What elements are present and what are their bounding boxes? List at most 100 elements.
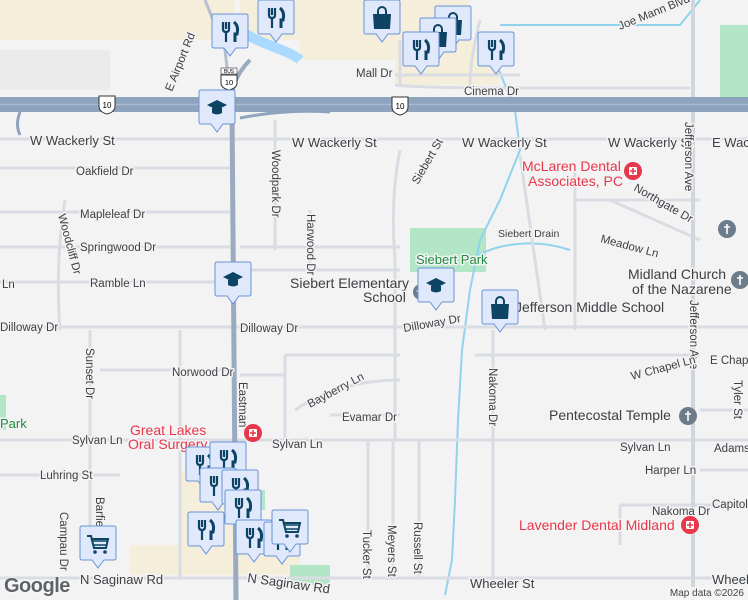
street-label: Sylvan Ln — [272, 439, 323, 451]
street-label: Mall Dr — [356, 68, 393, 80]
poi-label-siebert-school[interactable]: Siebert Elementary — [289, 274, 411, 293]
street-label: Wheeler — [712, 572, 748, 587]
us-10-shield: 10 — [391, 96, 409, 116]
svg-text:10: 10 — [225, 78, 233, 87]
poi-label-siebert-school[interactable]: School — [362, 288, 408, 307]
shopping-marker[interactable] — [363, 0, 401, 43]
street-label: Siebert Drain — [498, 228, 559, 240]
school-marker[interactable] — [198, 89, 236, 133]
street-label: Sylvan Ln — [620, 442, 671, 454]
attribution-text: Map data ©2026 — [669, 588, 744, 599]
poi-label-siebert-park[interactable]: Siebert Park — [415, 251, 490, 269]
street-label: Ln — [2, 279, 15, 291]
street-label: Tyler St — [731, 380, 743, 420]
poi-label-nazarene[interactable]: of the Nazarene — [631, 280, 734, 299]
street-label: Tucker St — [360, 530, 372, 580]
bus-10-shield: BUS 10 — [220, 67, 238, 91]
street-label: Meyers St — [385, 525, 397, 578]
street-label: W Wackerly St — [462, 135, 547, 150]
street-label: Capitol — [712, 499, 748, 511]
restaurant-icon — [245, 526, 264, 548]
shopping-cart-icon — [279, 519, 302, 538]
restaurant-icon — [197, 518, 216, 540]
poi-label-great-lakes[interactable]: Great Lakes — [129, 421, 208, 440]
street-label: Jefferson Ave — [687, 300, 699, 369]
us-10-shield: 10 — [98, 95, 116, 115]
street-label: Russell St — [411, 522, 423, 575]
street-label: Campau Dr — [57, 512, 69, 571]
logo-text: Google — [4, 575, 70, 597]
svg-text:BUS: BUS — [224, 69, 235, 75]
restaurant-marker[interactable] — [187, 511, 225, 555]
street-label: Cinema Dr — [464, 86, 519, 98]
church-icon — [731, 271, 748, 289]
poi-label-nazarene[interactable]: Midland Church — [627, 265, 728, 284]
restaurant-icon — [219, 448, 238, 470]
street-label: N Saginaw Rd — [80, 572, 163, 587]
poi-label-pentecostal[interactable]: Pentecostal Temple — [548, 406, 673, 425]
poi-label-lavender[interactable]: Lavender Dental Midland — [518, 516, 677, 535]
poi-label-mclaren[interactable]: McLaren Dental — [521, 157, 623, 176]
school-marker[interactable] — [417, 267, 455, 311]
school-icon — [207, 100, 227, 115]
street-label: Sylvan Ln — [72, 435, 123, 447]
svg-text:10: 10 — [396, 102, 405, 111]
street-label: Jefferson Ave — [682, 122, 694, 191]
shopping-cart-marker[interactable] — [79, 525, 117, 569]
shopping-cart-marker[interactable] — [271, 509, 309, 553]
shopping-cart-icon — [87, 535, 110, 554]
shopping-icon — [373, 6, 391, 29]
street-label: Adams — [714, 443, 748, 455]
street-label: Sunset Dr — [83, 348, 95, 399]
street-label-eastman: Eastman — [236, 382, 248, 427]
school-icon — [426, 278, 446, 293]
shopping-icon — [491, 296, 509, 319]
poi-label-jefferson-ms[interactable]: Jefferson Middle School — [514, 298, 666, 317]
street-label: Mapleleaf Dr — [80, 209, 145, 221]
svg-text:10: 10 — [103, 101, 112, 110]
street-label: Dilloway Dr — [240, 323, 298, 335]
street-label: Springwood Dr — [80, 242, 156, 254]
shopping-marker[interactable] — [481, 289, 519, 333]
school-icon — [223, 272, 243, 287]
poi-label-park[interactable]: Park — [0, 415, 29, 433]
restaurant-marker[interactable] — [257, 0, 295, 43]
street-label: Harwood Dr — [304, 214, 316, 276]
local-roads — [0, 19, 748, 580]
poi-labels: McLaren Dental Associates, PC Siebert Pa… — [0, 157, 734, 535]
restaurant-icon — [221, 20, 240, 42]
us-10-highway — [0, 97, 748, 136]
street-label: W Wackerly St — [608, 135, 693, 150]
school-marker[interactable] — [214, 261, 252, 305]
church-icon — [679, 407, 697, 425]
street-label: Nakoma Dr — [652, 506, 710, 518]
marker-layer — [79, 0, 519, 569]
street-label: Dilloway Dr — [0, 322, 58, 334]
map-attribution[interactable]: Map data ©2026 — [665, 587, 748, 600]
street-label: Luhring St — [40, 470, 93, 482]
street-label: Harper Ln — [645, 465, 696, 477]
restaurant-icon — [412, 38, 431, 60]
restaurant-marker[interactable] — [402, 31, 440, 75]
street-label: E Wacke — [712, 135, 748, 150]
parking-area — [0, 50, 110, 90]
street-label: Wheeler St — [470, 576, 535, 591]
dental-icon — [681, 516, 699, 534]
street-label: Ramble Ln — [90, 278, 146, 290]
restaurant-icon — [487, 38, 506, 60]
poi-label-mclaren[interactable]: Associates, PC — [527, 172, 625, 191]
street-label: Nakoma Dr — [486, 368, 498, 426]
restaurant-icon — [234, 496, 253, 518]
street-label: Oakfield Dr — [76, 166, 134, 178]
street-label: Evamar Dr — [342, 412, 397, 424]
street-label: W Wackerly St — [292, 135, 377, 150]
restaurant-icon — [267, 6, 286, 28]
dental-icon — [244, 424, 262, 442]
street-label: Woodpark Dr — [269, 150, 281, 218]
restaurant-marker[interactable] — [477, 31, 515, 75]
dental-icon — [624, 162, 642, 180]
church-icon — [718, 220, 736, 238]
restaurant-marker[interactable] — [211, 13, 249, 57]
street-label: W Wackerly St — [30, 133, 115, 148]
